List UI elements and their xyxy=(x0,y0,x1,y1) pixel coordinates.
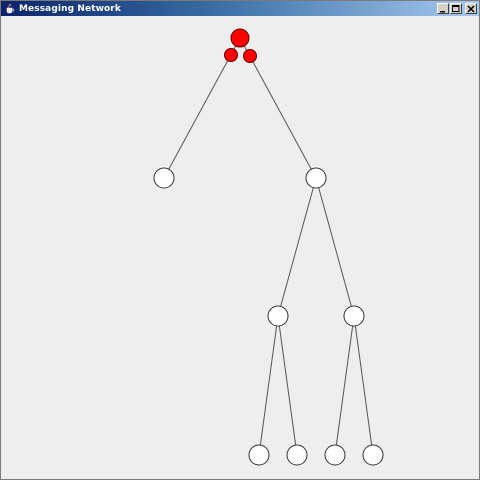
edge-l1b-l2b xyxy=(315,177,355,317)
network-node-l1a[interactable] xyxy=(153,167,175,189)
network-graph[interactable] xyxy=(1,16,479,479)
network-node-l3b[interactable] xyxy=(286,444,308,466)
network-node-l2b[interactable] xyxy=(343,305,365,327)
message-dot[interactable] xyxy=(243,49,257,63)
edge-l1b-l2a xyxy=(277,177,317,317)
edge-l2b-l3d xyxy=(353,315,374,456)
close-icon xyxy=(467,4,475,13)
network-node-l3c[interactable] xyxy=(324,444,346,466)
network-node-l2a[interactable] xyxy=(267,305,289,327)
edge-layer xyxy=(163,37,374,456)
minimize-button[interactable] xyxy=(437,3,449,14)
edge-l2b-l3c xyxy=(334,315,355,456)
network-canvas[interactable] xyxy=(1,16,479,479)
message-layer xyxy=(224,28,257,63)
close-button[interactable] xyxy=(465,3,477,14)
edge-root-l1a xyxy=(163,37,241,179)
network-node-l3d[interactable] xyxy=(362,444,384,466)
network-node-root[interactable] xyxy=(230,28,250,48)
maximize-button[interactable] xyxy=(450,3,462,14)
java-cup-icon[interactable] xyxy=(4,3,16,15)
minimize-icon xyxy=(440,10,445,12)
edge-l2a-l3b xyxy=(277,315,298,456)
node-layer xyxy=(153,167,384,466)
window-controls xyxy=(437,3,477,14)
title-bar[interactable]: Messaging Network xyxy=(1,1,479,16)
edge-l2a-l3a xyxy=(258,315,279,456)
network-node-l3a[interactable] xyxy=(248,444,270,466)
window-title: Messaging Network xyxy=(19,3,121,14)
maximize-icon xyxy=(452,4,460,12)
network-node-l1b[interactable] xyxy=(305,167,327,189)
message-dot[interactable] xyxy=(224,48,238,62)
